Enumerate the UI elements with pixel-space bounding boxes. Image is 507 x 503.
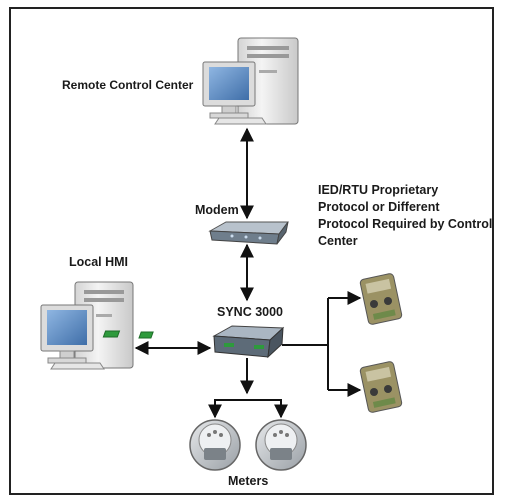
modem-icon [208,221,289,245]
meter-icon-left [189,419,241,471]
sync-3000-device-icon [102,325,285,359]
relay-device-icon-bottom [359,361,403,413]
ied-rtu-label: IED/RTU Proprietary Protocol or Differen… [318,182,492,250]
ied-rtu-label-line: Protocol or Different [318,200,440,214]
sync-3000-label: SYNC 3000 [217,305,284,319]
meters-label: Meters [228,474,269,488]
remote-control-center-label: Remote Control Center [62,78,194,92]
local-hmi-label: Local HMI [69,255,129,269]
ied-rtu-label-line: IED/RTU Proprietary [318,183,439,197]
ied-rtu-label-line: Protocol Required by Control [318,217,493,231]
connection-lines [134,127,362,419]
link-meter-branch [214,399,282,417]
local-hmi-computer-icon [40,281,134,370]
relay-device-icon-top [359,273,403,325]
remote-computer-icon [202,37,299,125]
modem-label: Modem [195,203,239,217]
ied-rtu-label-line: Center [318,234,358,248]
meter-icon-right [255,419,307,471]
